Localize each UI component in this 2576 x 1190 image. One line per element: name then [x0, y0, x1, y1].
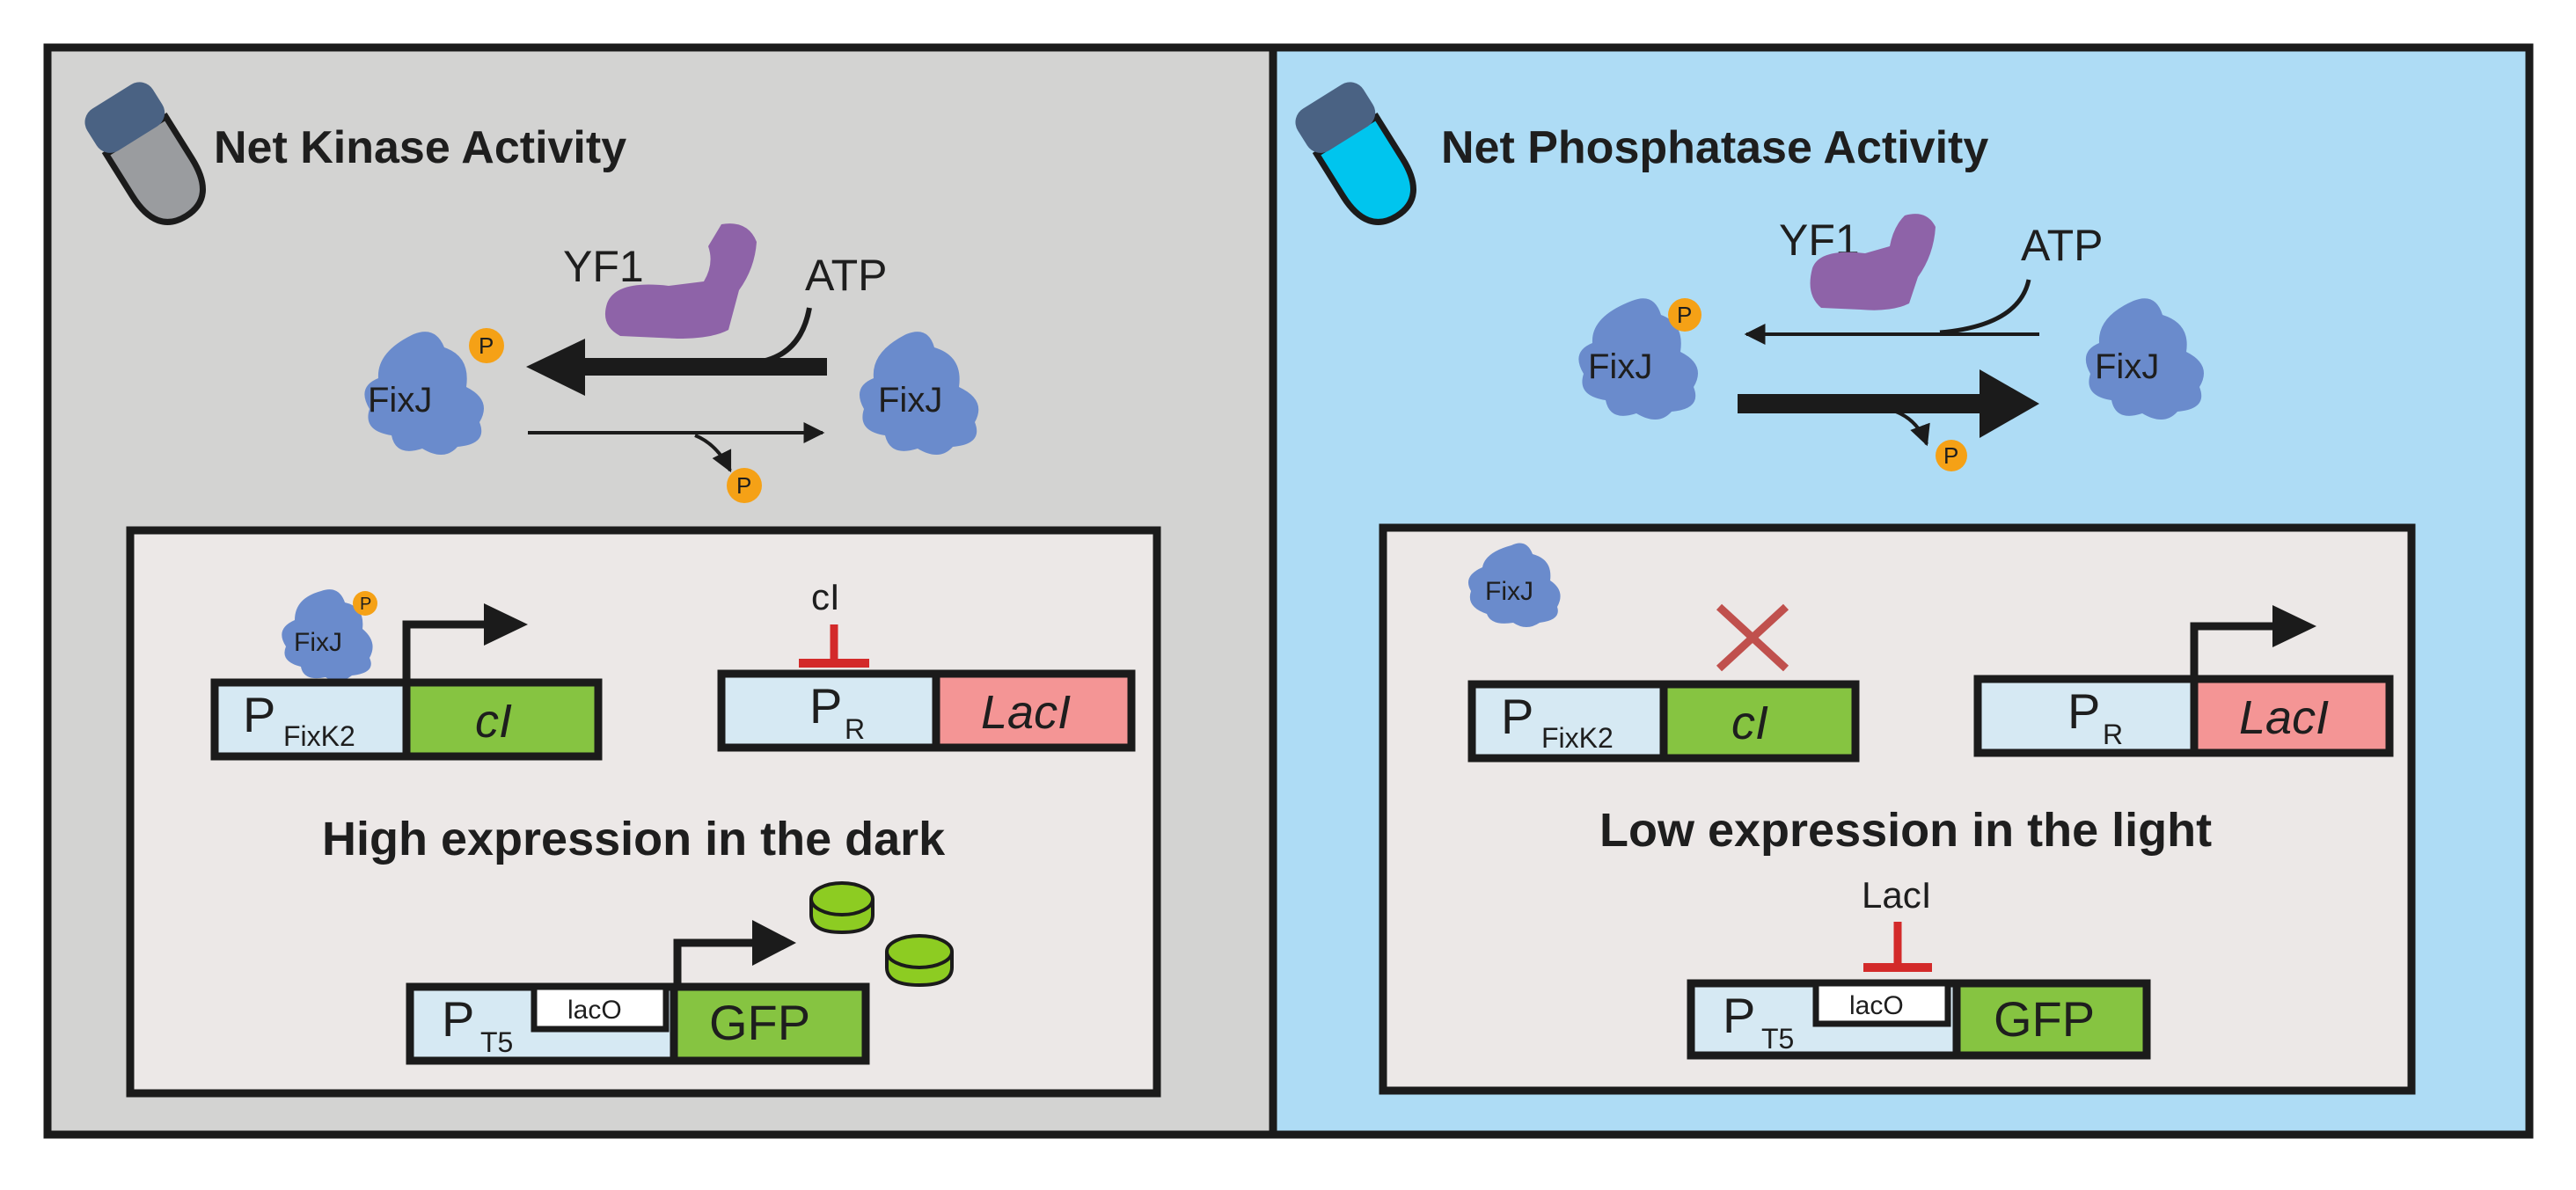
fixj-label: FixJ [2095, 347, 2159, 386]
phosphate-label: P [1677, 302, 1692, 328]
phosphorylation-arrow-thick [526, 339, 827, 396]
dephosphorylation-arrow-thin [528, 422, 825, 473]
fixj-unphosphorylated: FixJ [2085, 298, 2204, 420]
promoter-subscript: R [2103, 719, 2123, 750]
fixj-unphosphorylated: FixJ [859, 332, 979, 456]
promoter-label: P [442, 991, 474, 1047]
fixj-phosphorylated: FixJ P [1578, 298, 1701, 420]
reporter-cassette-pt5-gfp: P T5 lacO GFP [406, 881, 954, 1065]
phosphate-icon [353, 591, 377, 616]
phosphate-icon [1668, 298, 1701, 332]
released-phosphate-icon [1936, 440, 1967, 471]
released-phosphate-label: P [736, 472, 751, 499]
kinase-panel: Net Kinase Activity YF1 ATP FixJ P [48, 47, 1273, 1135]
gene-cassette-pfixk2-ci: P FixK2 cI [1467, 603, 1860, 763]
repressor-label: LacI [1862, 874, 1931, 916]
released-phosphate-label: P [1943, 442, 1958, 469]
phosphate-icon [469, 328, 504, 363]
transcription-arrow-icon [673, 938, 758, 987]
phosphatase-expression-caption: Low expression in the light [1599, 804, 2212, 857]
gene-label: LacI [2239, 691, 2329, 744]
dephosphorylation-arrow-thick [1738, 369, 2039, 447]
promoter-subscript: R [845, 713, 865, 745]
fixj-label: FixJ [368, 381, 432, 420]
gene-label: LacI [981, 686, 1071, 739]
operator-label: lacO [567, 996, 622, 1025]
gene-cassette-pr-laci: P R LacI [1973, 605, 2394, 757]
released-phosphate-icon [727, 468, 762, 503]
test-tube-light-icon [1295, 82, 1416, 225]
kinase-circuit-box: FixJ P P FixK2 cI cI P [126, 526, 1161, 1098]
promoter-label: P [2067, 683, 2100, 739]
gene-label: GFP [1994, 991, 2095, 1047]
test-tube-dark-icon [84, 82, 206, 225]
yf1-protein-shape [604, 223, 757, 339]
promoter-subscript: T5 [480, 1026, 513, 1058]
yf1-label: YF1 [563, 242, 644, 291]
gene-label: cI [1731, 697, 1768, 749]
phosphatase-circuit-box: FixJ P FixK2 cI P R LacI [1379, 523, 2416, 1095]
figure-frame [43, 43, 2534, 1139]
kinase-reaction: YF1 ATP FixJ P P [364, 223, 979, 503]
promoter-subscript: FixK2 [283, 720, 355, 752]
fixj-phosphorylated: FixJ P [364, 328, 504, 456]
atp-label: ATP [2021, 221, 2104, 270]
fixj-blob [859, 332, 979, 456]
gfp-protein-icon [885, 934, 954, 988]
transcription-arrow-icon [402, 620, 493, 683]
phosphatase-reaction: YF1 ATP FixJ P P FixJ [1578, 214, 2204, 471]
atp-label: ATP [805, 251, 888, 300]
fixj-blob [2085, 298, 2204, 420]
phosphate-label: P [360, 595, 371, 614]
promoter-subscript: FixK2 [1541, 722, 1614, 754]
promoter-subscript: T5 [1761, 1023, 1794, 1055]
gene-cassette-pfixk2-ci: P FixK2 cI [210, 603, 603, 761]
kinase-panel-title: Net Kinase Activity [214, 122, 626, 173]
yf1-protein-shape [1810, 214, 1936, 310]
atp-arrow-curve [1939, 279, 2031, 335]
fixj-blob [364, 332, 484, 456]
repressor-label: cI [811, 576, 840, 617]
fixj-bound-promoter: FixJ P [282, 589, 377, 682]
gene-cassette-pr-laci: cI P R LacI [717, 576, 1136, 752]
fixj-label: FixJ [1485, 577, 1533, 606]
gene-label: GFP [709, 995, 810, 1050]
operator-label: lacO [1849, 991, 1904, 1020]
phosphatase-panel: Net Phosphatase Activity YF1 ATP FixJ P … [1273, 47, 2529, 1135]
promoter-label: P [809, 678, 842, 734]
phosphatase-panel-title: Net Phosphatase Activity [1441, 122, 1988, 173]
reporter-cassette-pt5-gfp: LacI P T5 lacO GFP [1687, 874, 2151, 1060]
fixj-free: FixJ [1467, 543, 1561, 627]
promoter-label: P [243, 687, 275, 742]
gfp-protein-icon [809, 881, 875, 935]
gene-label: cI [475, 695, 512, 748]
kinase-expression-caption: High expression in the dark [322, 813, 946, 865]
promoter-label: P [1723, 988, 1755, 1043]
promoter-label: P [1501, 689, 1533, 744]
phosphate-label: P [479, 332, 494, 359]
transcription-arrow-icon [2190, 622, 2279, 679]
fixj-label: FixJ [878, 381, 942, 420]
fixj-label: FixJ [1588, 347, 1652, 386]
blocked-x-icon [1716, 603, 1789, 672]
fixj-label: FixJ [294, 628, 342, 657]
fixj-blob [1578, 298, 1698, 420]
